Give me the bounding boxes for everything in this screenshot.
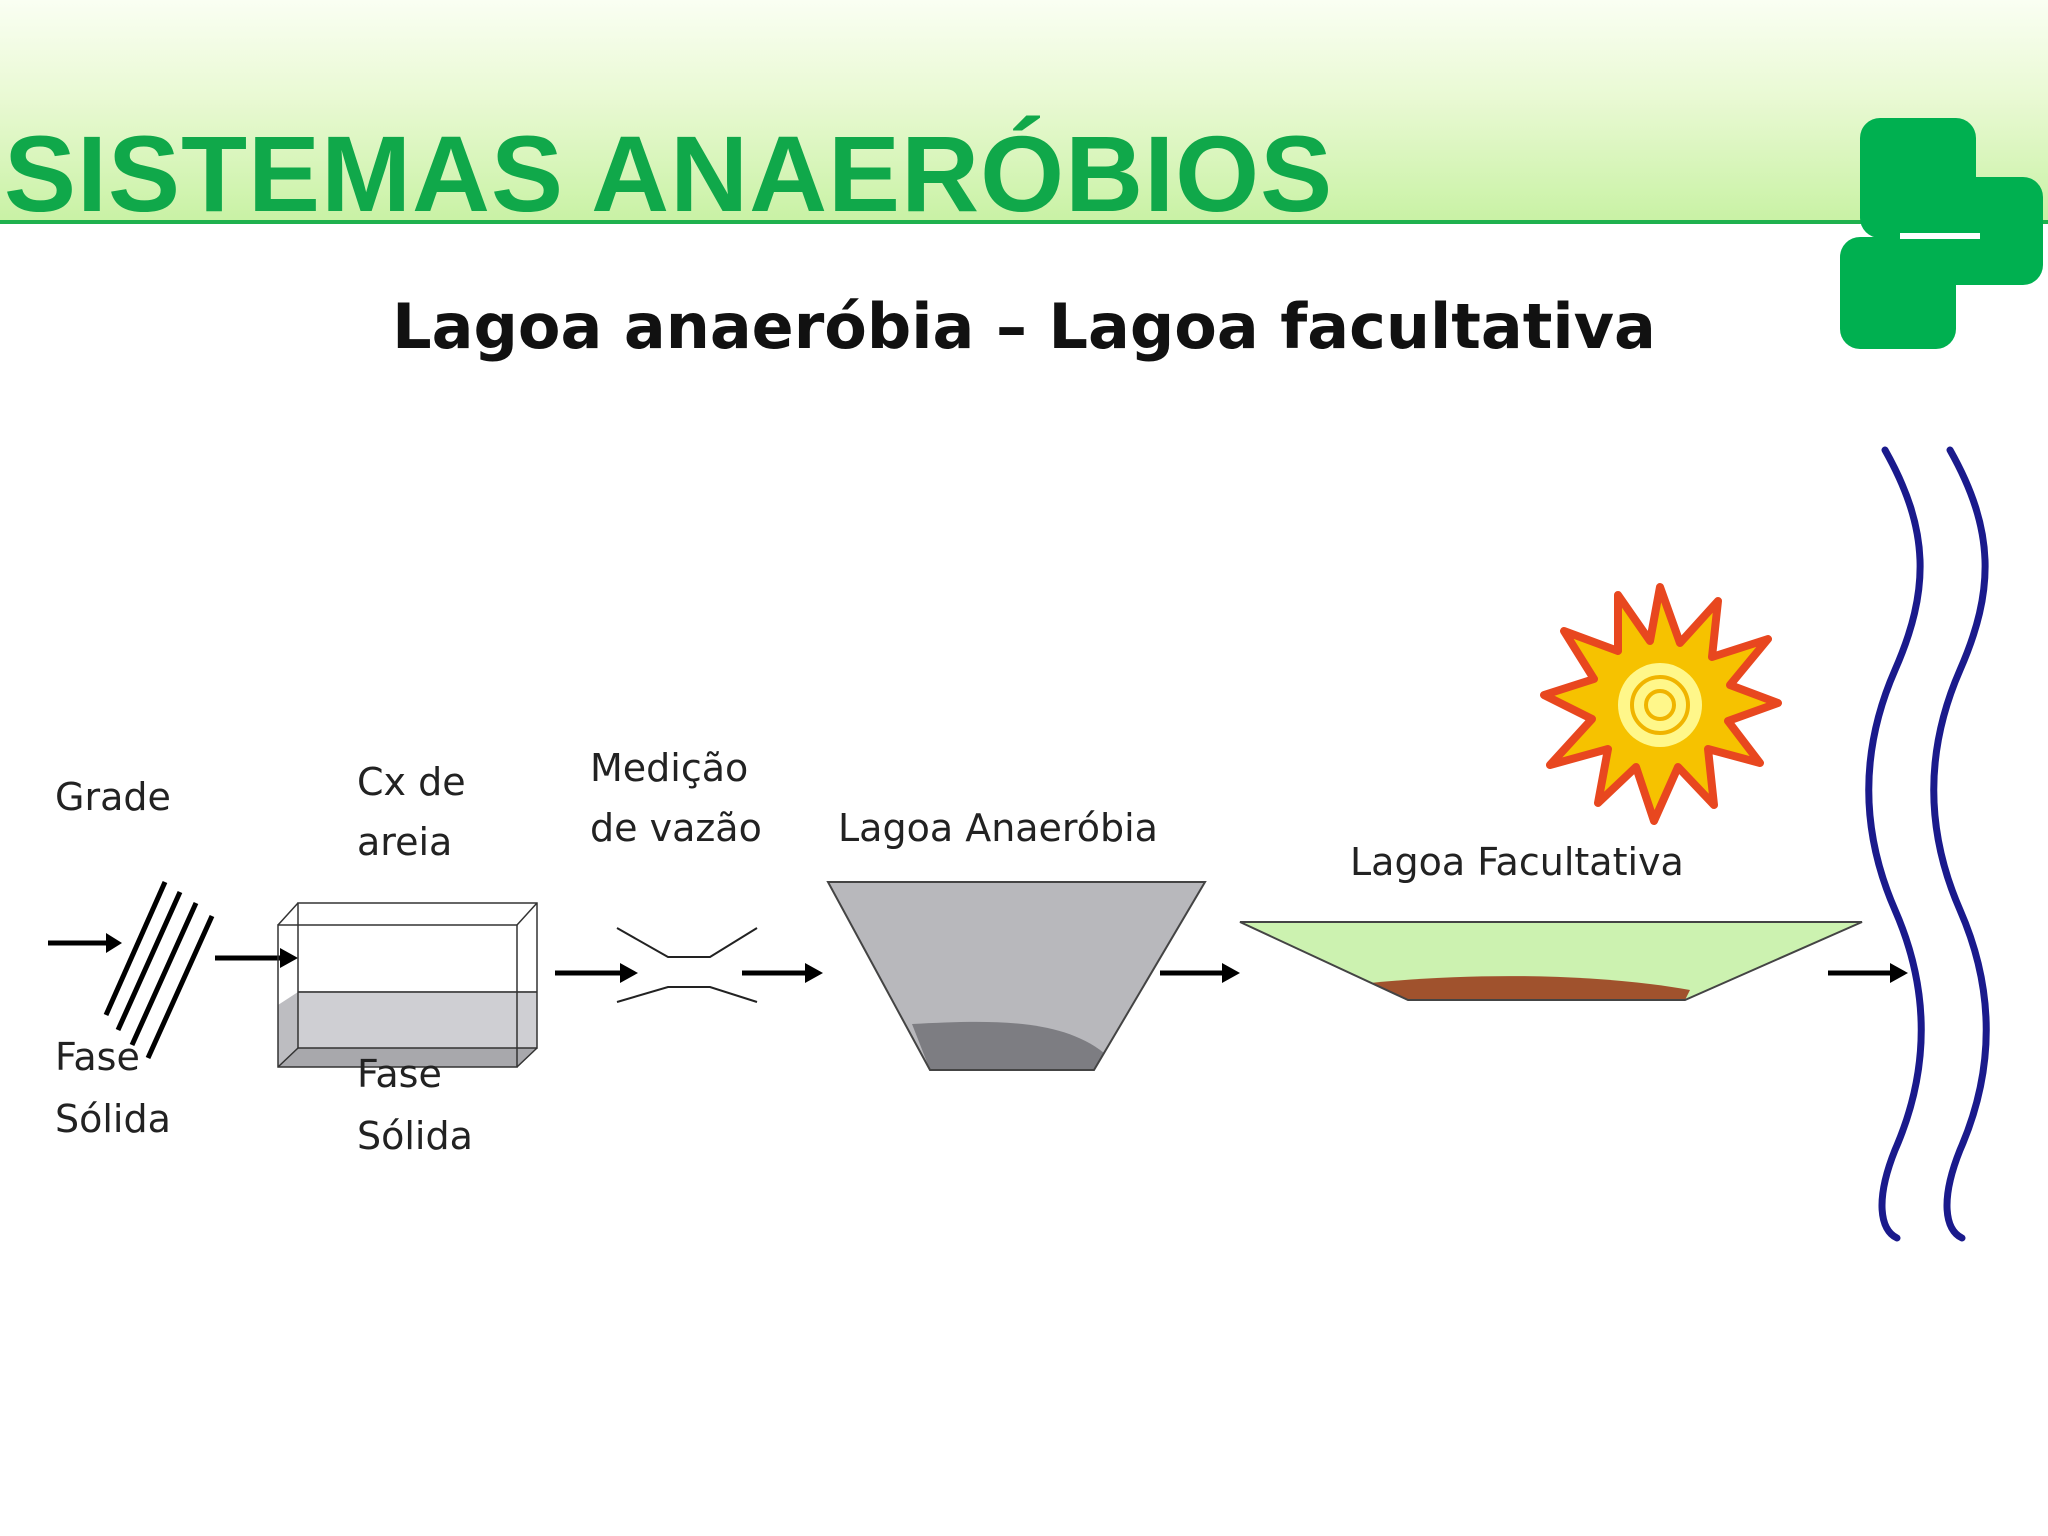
arrow-icon: [1828, 963, 1908, 983]
label-grit-solid-phase: Fase Sólida: [357, 1043, 473, 1167]
label-flow-meter: Medição de vazão: [590, 738, 762, 858]
grit-chamber-line1: Cx de: [357, 760, 466, 804]
flow-meter-line1: Medição: [590, 746, 749, 790]
flow-meter-line2: de vazão: [590, 806, 762, 850]
sun-icon: [1540, 583, 1782, 825]
arrow-icon: [742, 963, 823, 983]
grit-solid-line1: Fase: [357, 1052, 442, 1096]
arrow-icon: [48, 933, 122, 953]
arrow-icon: [1160, 963, 1240, 983]
label-facultative-pond: Lagoa Facultativa: [1350, 840, 1684, 884]
page-subtitle: Lagoa anaeróbia – Lagoa facultativa: [392, 290, 1656, 363]
arrow-icon: [215, 948, 298, 968]
label-anaerobic-pond: Lagoa Anaeróbia: [838, 806, 1158, 850]
grit-chamber: [277, 902, 538, 1068]
diagram-graphics: [48, 446, 1990, 1242]
label-grit-chamber: Cx de areia: [357, 752, 466, 872]
label-grade-solid-phase: Fase Sólida: [55, 1026, 171, 1150]
arrow-icon: [555, 963, 638, 983]
page-title: SISTEMAS ANAERÓBIOS: [4, 113, 1334, 234]
label-grade: Grade: [55, 775, 171, 819]
grade-solid-line2: Sólida: [55, 1097, 171, 1141]
facultative-pond: [1239, 921, 1863, 1001]
grade-bars: [103, 880, 215, 1060]
grit-chamber-line2: areia: [357, 820, 453, 864]
process-diagram: Grade Fase Sólida Cx de areia Fase Sólid…: [0, 440, 2048, 1260]
flow-meter: [616, 927, 758, 1003]
grit-solid-line2: Sólida: [357, 1114, 473, 1158]
logo-icon: [1840, 118, 2043, 349]
header-background: [0, 0, 2048, 220]
river-icon: [1865, 446, 1990, 1242]
grade-solid-line1: Fase: [55, 1035, 140, 1079]
anaerobic-pond: [826, 881, 1207, 1071]
header-divider: [0, 220, 2048, 224]
